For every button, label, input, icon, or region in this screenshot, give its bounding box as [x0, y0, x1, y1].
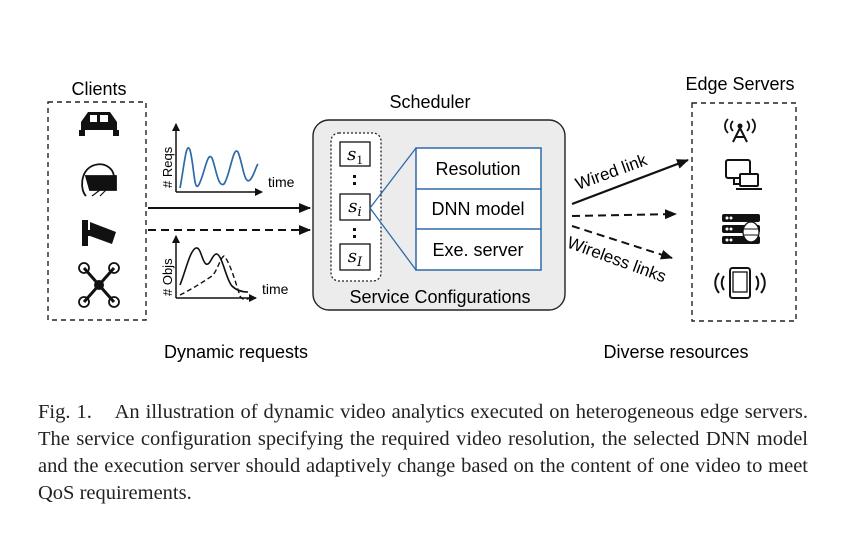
- ellipsis-dots-upper: [353, 175, 356, 185]
- objects-series-dashed: [179, 255, 251, 301]
- wireless-links-label: Wireless links: [565, 233, 669, 286]
- desktop-laptop-icon: [725, 159, 762, 190]
- config-item-i: si: [339, 193, 371, 221]
- figure-caption: Fig. 1. An illustration of dynamic video…: [38, 399, 808, 507]
- option-resolution: Resolution: [435, 159, 520, 179]
- config-item-1: s1: [339, 141, 371, 167]
- objects-chart: # Objs time: [160, 235, 289, 302]
- requests-chart: # Reqs time: [160, 123, 295, 196]
- car-icon: [79, 112, 119, 136]
- dynamic-requests-label: Dynamic requests: [164, 342, 308, 362]
- svg-text:sI: sI: [348, 246, 363, 270]
- ellipsis-dots-lower: [353, 228, 356, 238]
- option-exe-server: Exe. server: [432, 240, 523, 260]
- figure-label: Fig. 1.: [38, 401, 92, 423]
- edge-servers-title: Edge Servers: [685, 74, 794, 94]
- server-rack-icon: [722, 214, 760, 244]
- config-expansion-lines: [369, 147, 417, 271]
- svg-text:si: si: [348, 196, 361, 220]
- requests-series: [179, 147, 259, 189]
- svg-text:s1: s1: [347, 144, 363, 167]
- caption-text: An illustration of dynamic video analyti…: [38, 401, 808, 504]
- wireless-arrow-2: [571, 225, 673, 260]
- wired-link-arrow: [571, 158, 689, 206]
- config-item-I: sI: [339, 243, 371, 271]
- wireless-antenna-icon: [724, 118, 756, 143]
- requests-y-label: # Reqs: [160, 146, 175, 188]
- requests-x-label: time: [268, 174, 295, 190]
- wireless-arrow-1: [571, 209, 677, 220]
- clients-box: [47, 101, 147, 321]
- scheduler-title: Scheduler: [389, 92, 470, 112]
- surveillance-camera-icon: [82, 220, 116, 246]
- option-dnn-model: DNN model: [431, 199, 524, 219]
- vr-headset-icon: [81, 163, 117, 197]
- tablet-icon: [714, 267, 766, 299]
- edge-servers-box: [691, 102, 797, 322]
- diverse-resources-label: Diverse resources: [603, 342, 748, 362]
- objects-x-label: time: [262, 281, 289, 297]
- wired-link-label: Wired link: [573, 150, 650, 194]
- config-options-table: Resolution DNN model Exe. server: [415, 147, 542, 271]
- drone-icon: [78, 262, 120, 308]
- objects-y-label: # Objs: [160, 258, 175, 296]
- service-configurations-label: Service Configurations: [349, 287, 530, 307]
- objects-series-solid: [179, 247, 249, 293]
- clients-title: Clients: [71, 79, 126, 99]
